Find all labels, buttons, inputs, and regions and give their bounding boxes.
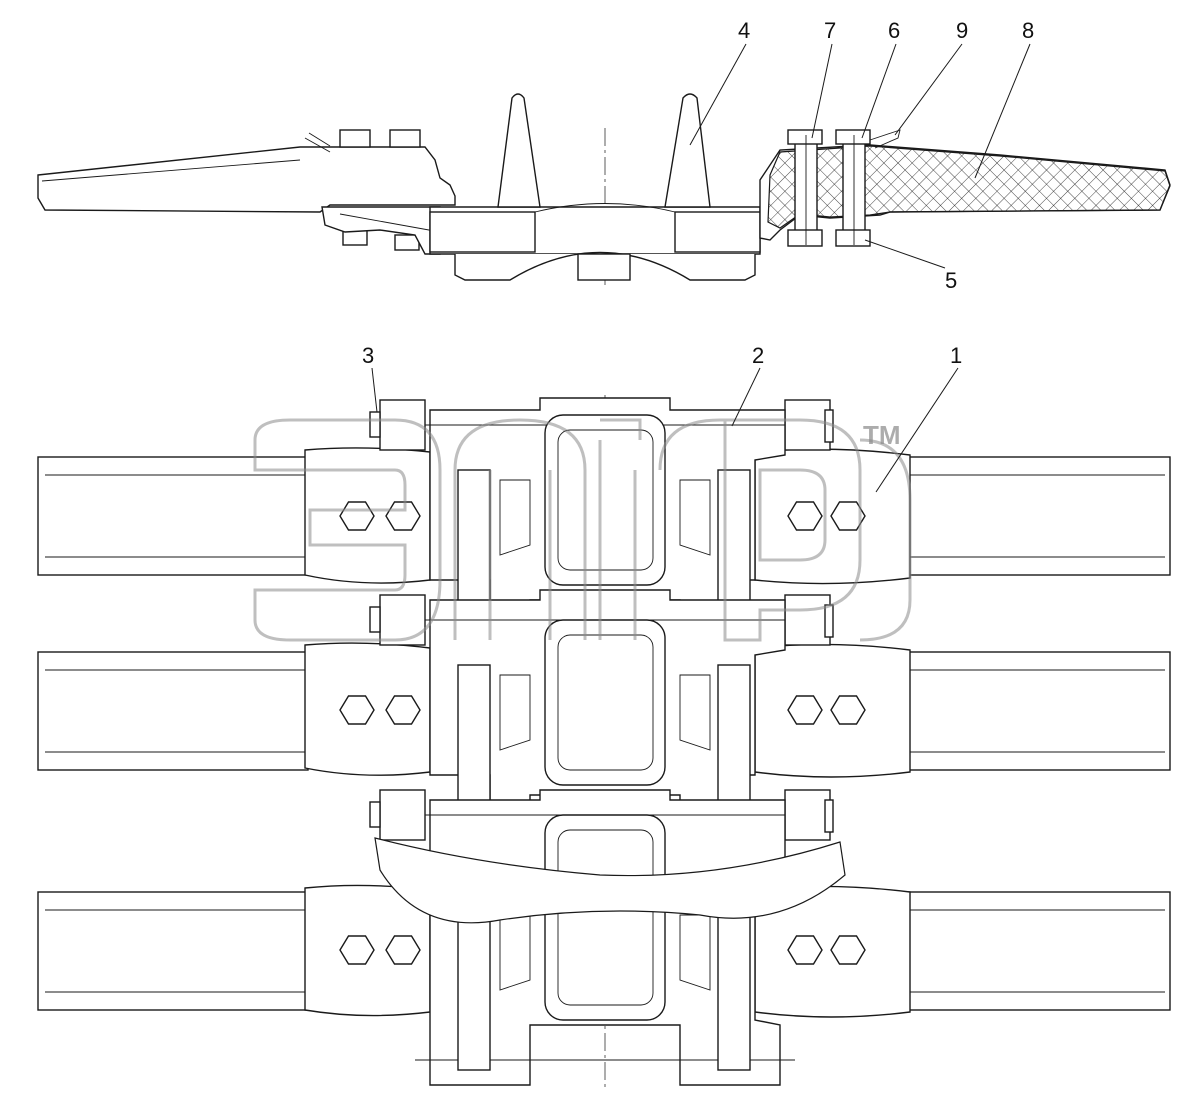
central-link — [429, 93, 761, 281]
track-link-row-3 — [37, 789, 1171, 1086]
side-section-view — [37, 93, 1171, 285]
callouts: 4 7 6 9 8 5 3 2 1 — [362, 18, 1034, 493]
bolt-head — [389, 129, 421, 148]
callout-1: 1 — [950, 343, 962, 368]
trademark-symbol: TM — [863, 420, 901, 450]
callout-6: 6 — [888, 18, 900, 43]
right-track-shoe-rubber-pad — [759, 129, 1171, 247]
track-link-row-2 — [37, 589, 1171, 816]
callout-2: 2 — [752, 343, 764, 368]
callout-9: 9 — [956, 18, 968, 43]
rubber-pad-hatch — [767, 145, 1171, 229]
pin-head-3 — [369, 411, 381, 438]
break-line — [374, 837, 846, 924]
callout-8: 8 — [1022, 18, 1034, 43]
guide-horn-right — [664, 93, 711, 208]
plan-view — [37, 395, 1171, 1090]
callout-7: 7 — [824, 18, 836, 43]
guide-horn-left — [497, 93, 541, 208]
callout-5: 5 — [945, 268, 957, 293]
watermark-logo: TM — [253, 418, 912, 642]
callout-4: 4 — [738, 18, 750, 43]
left-track-shoe — [37, 129, 456, 251]
callout-3: 3 — [362, 343, 374, 368]
bolt-head — [339, 129, 371, 148]
track-link-row-1 — [37, 397, 1171, 621]
